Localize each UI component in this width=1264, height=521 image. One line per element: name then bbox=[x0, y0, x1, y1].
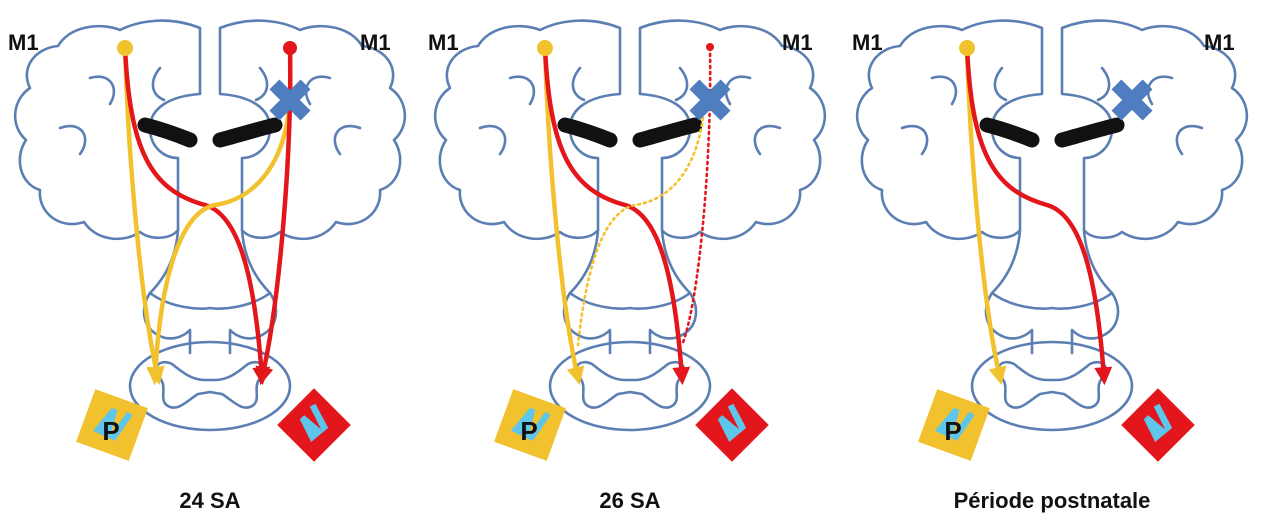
m1-origin-right bbox=[706, 43, 714, 51]
m1-left-label: M1 bbox=[428, 30, 459, 55]
caption-24-sa: 24 SA bbox=[179, 488, 240, 513]
m1-right-label: M1 bbox=[782, 30, 813, 55]
m1-origin-right bbox=[283, 41, 297, 55]
caption-postnatal: Période postnatale bbox=[954, 488, 1151, 513]
corpus-callosum-left bbox=[979, 117, 1040, 148]
lesion-cross-icon bbox=[689, 79, 731, 121]
paretic-hand-badge bbox=[76, 389, 148, 461]
m1-origin-left bbox=[959, 40, 975, 56]
yellow-crossing-tract bbox=[146, 97, 293, 386]
red-crossing-tract bbox=[542, 45, 691, 386]
red-crossing-tract bbox=[122, 45, 271, 386]
paretic-badge-letter: P bbox=[102, 416, 119, 446]
caption-26-sa: 26 SA bbox=[599, 488, 660, 513]
corpus-callosum-right bbox=[632, 117, 703, 148]
healthy-hand-badge bbox=[1121, 388, 1195, 462]
paretic-badge-letter: P bbox=[520, 416, 537, 446]
lesion-cross-icon bbox=[1111, 79, 1153, 121]
red-crossing-tract bbox=[964, 45, 1113, 386]
m1-right-label: M1 bbox=[1204, 30, 1235, 55]
m1-right-label: M1 bbox=[360, 30, 391, 55]
corpus-callosum-right bbox=[212, 117, 283, 148]
red-ipsilateral-tract-regressing bbox=[680, 46, 712, 347]
paretic-hand-badge bbox=[918, 389, 990, 461]
m1-left-label: M1 bbox=[852, 30, 883, 55]
healthy-hand-badge bbox=[277, 388, 351, 462]
paretic-badge-letter: P bbox=[944, 416, 961, 446]
lesion-cross-icon bbox=[269, 79, 311, 121]
m1-origin-left bbox=[537, 40, 553, 56]
corpus-callosum-right bbox=[1054, 117, 1125, 148]
m1-left-label: M1 bbox=[8, 30, 39, 55]
yellow-crossing-tract-regressing bbox=[576, 98, 707, 347]
m1-origin-left bbox=[117, 40, 133, 56]
corpus-callosum-left bbox=[137, 117, 198, 148]
healthy-hand-badge bbox=[695, 388, 769, 462]
corpus-callosum-left bbox=[557, 117, 618, 148]
panel-postnatal: P M1 M1 Période postnatale bbox=[852, 19, 1249, 513]
panel-24-sa: P M1 M1 24 SA bbox=[8, 19, 407, 513]
panel-26-sa: P M1 M1 26 SA bbox=[428, 19, 827, 513]
paretic-hand-badge bbox=[494, 389, 566, 461]
